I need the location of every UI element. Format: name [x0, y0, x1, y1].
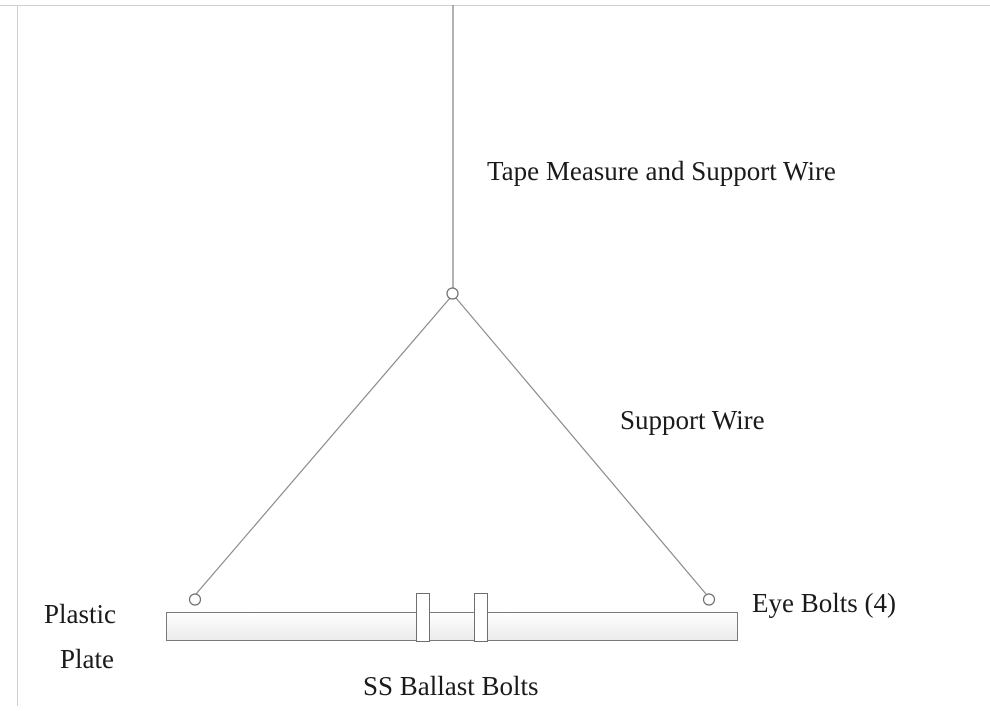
- support-wire-left: [195, 297, 451, 595]
- ballast-bolt-right: [474, 593, 488, 642]
- eye-bolts-label: Eye Bolts (4): [752, 588, 896, 618]
- support-wire-label: Support Wire: [620, 405, 765, 435]
- plastic-plate: [166, 612, 738, 641]
- ballast-bolt-left: [416, 593, 430, 642]
- eye-bolt-left: [188, 593, 202, 606]
- top-eye-ring: [446, 287, 459, 300]
- support-wire-right: [455, 297, 707, 595]
- ballast-bolts-label: SS Ballast Bolts: [363, 671, 539, 701]
- plastic-plate-label-line2: Plate: [60, 644, 114, 674]
- tape-measure-label: Tape Measure and Support Wire: [487, 156, 836, 186]
- eye-bolt-right: [702, 593, 716, 606]
- plastic-plate-label-line1: Plastic: [44, 599, 116, 629]
